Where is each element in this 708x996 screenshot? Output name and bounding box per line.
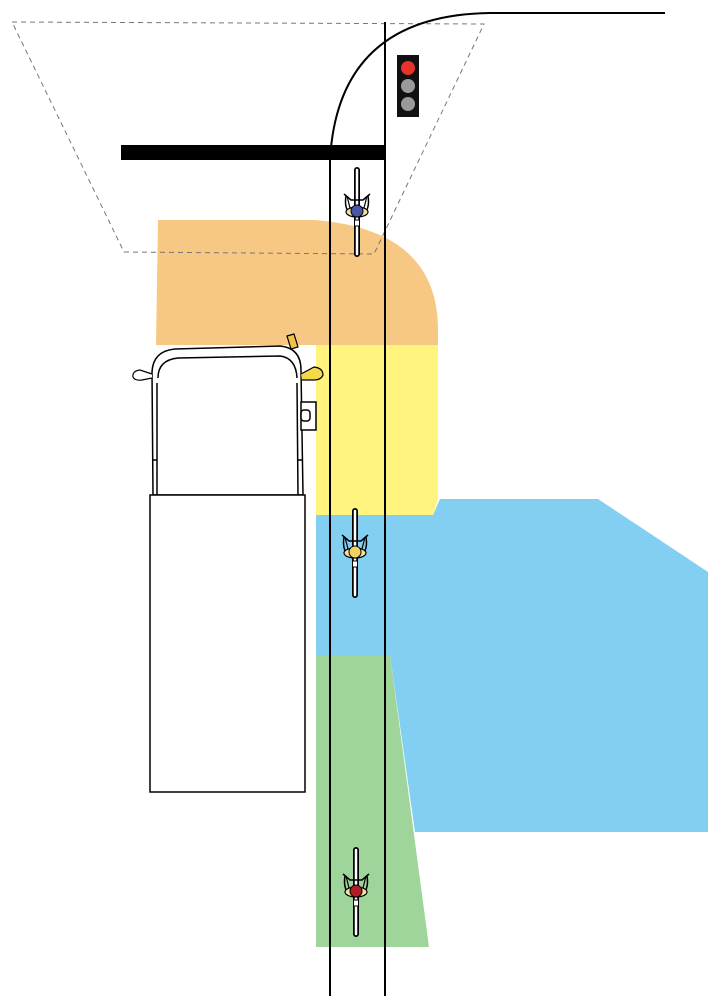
- mirror-top-right: [286, 333, 299, 350]
- truck-cab: [151, 345, 304, 496]
- truck-icon: [149, 345, 317, 793]
- lane-line-left: [329, 12, 665, 996]
- traffic-lamp-amber: [401, 79, 415, 93]
- bike-lane: [329, 12, 665, 996]
- cyclist-middle: [342, 511, 368, 595]
- zone-orange: [156, 220, 438, 345]
- zone-blue: [316, 499, 708, 832]
- truck-cargo-box: [149, 494, 306, 793]
- cyclist-middle-helmet: [348, 545, 362, 559]
- cyclists: [342, 170, 370, 934]
- cyclist-top-helmet: [350, 204, 364, 218]
- cyclist-top: [344, 170, 370, 254]
- view-cone-dashed: [11, 21, 485, 255]
- traffic-light-icon: [397, 55, 419, 117]
- mirror-left: [132, 369, 153, 381]
- traffic-lamp-green: [401, 97, 415, 111]
- zone-green: [316, 655, 429, 947]
- side-mirror-icon: [132, 333, 324, 381]
- cyclist-bottom: [343, 850, 369, 934]
- cyclist-bottom-helmet: [349, 884, 363, 898]
- zone-yellow: [316, 345, 438, 515]
- traffic-lamp-red: [401, 61, 415, 75]
- zones: [156, 220, 708, 947]
- stop-line: [121, 145, 384, 160]
- mirror-right: [300, 366, 324, 381]
